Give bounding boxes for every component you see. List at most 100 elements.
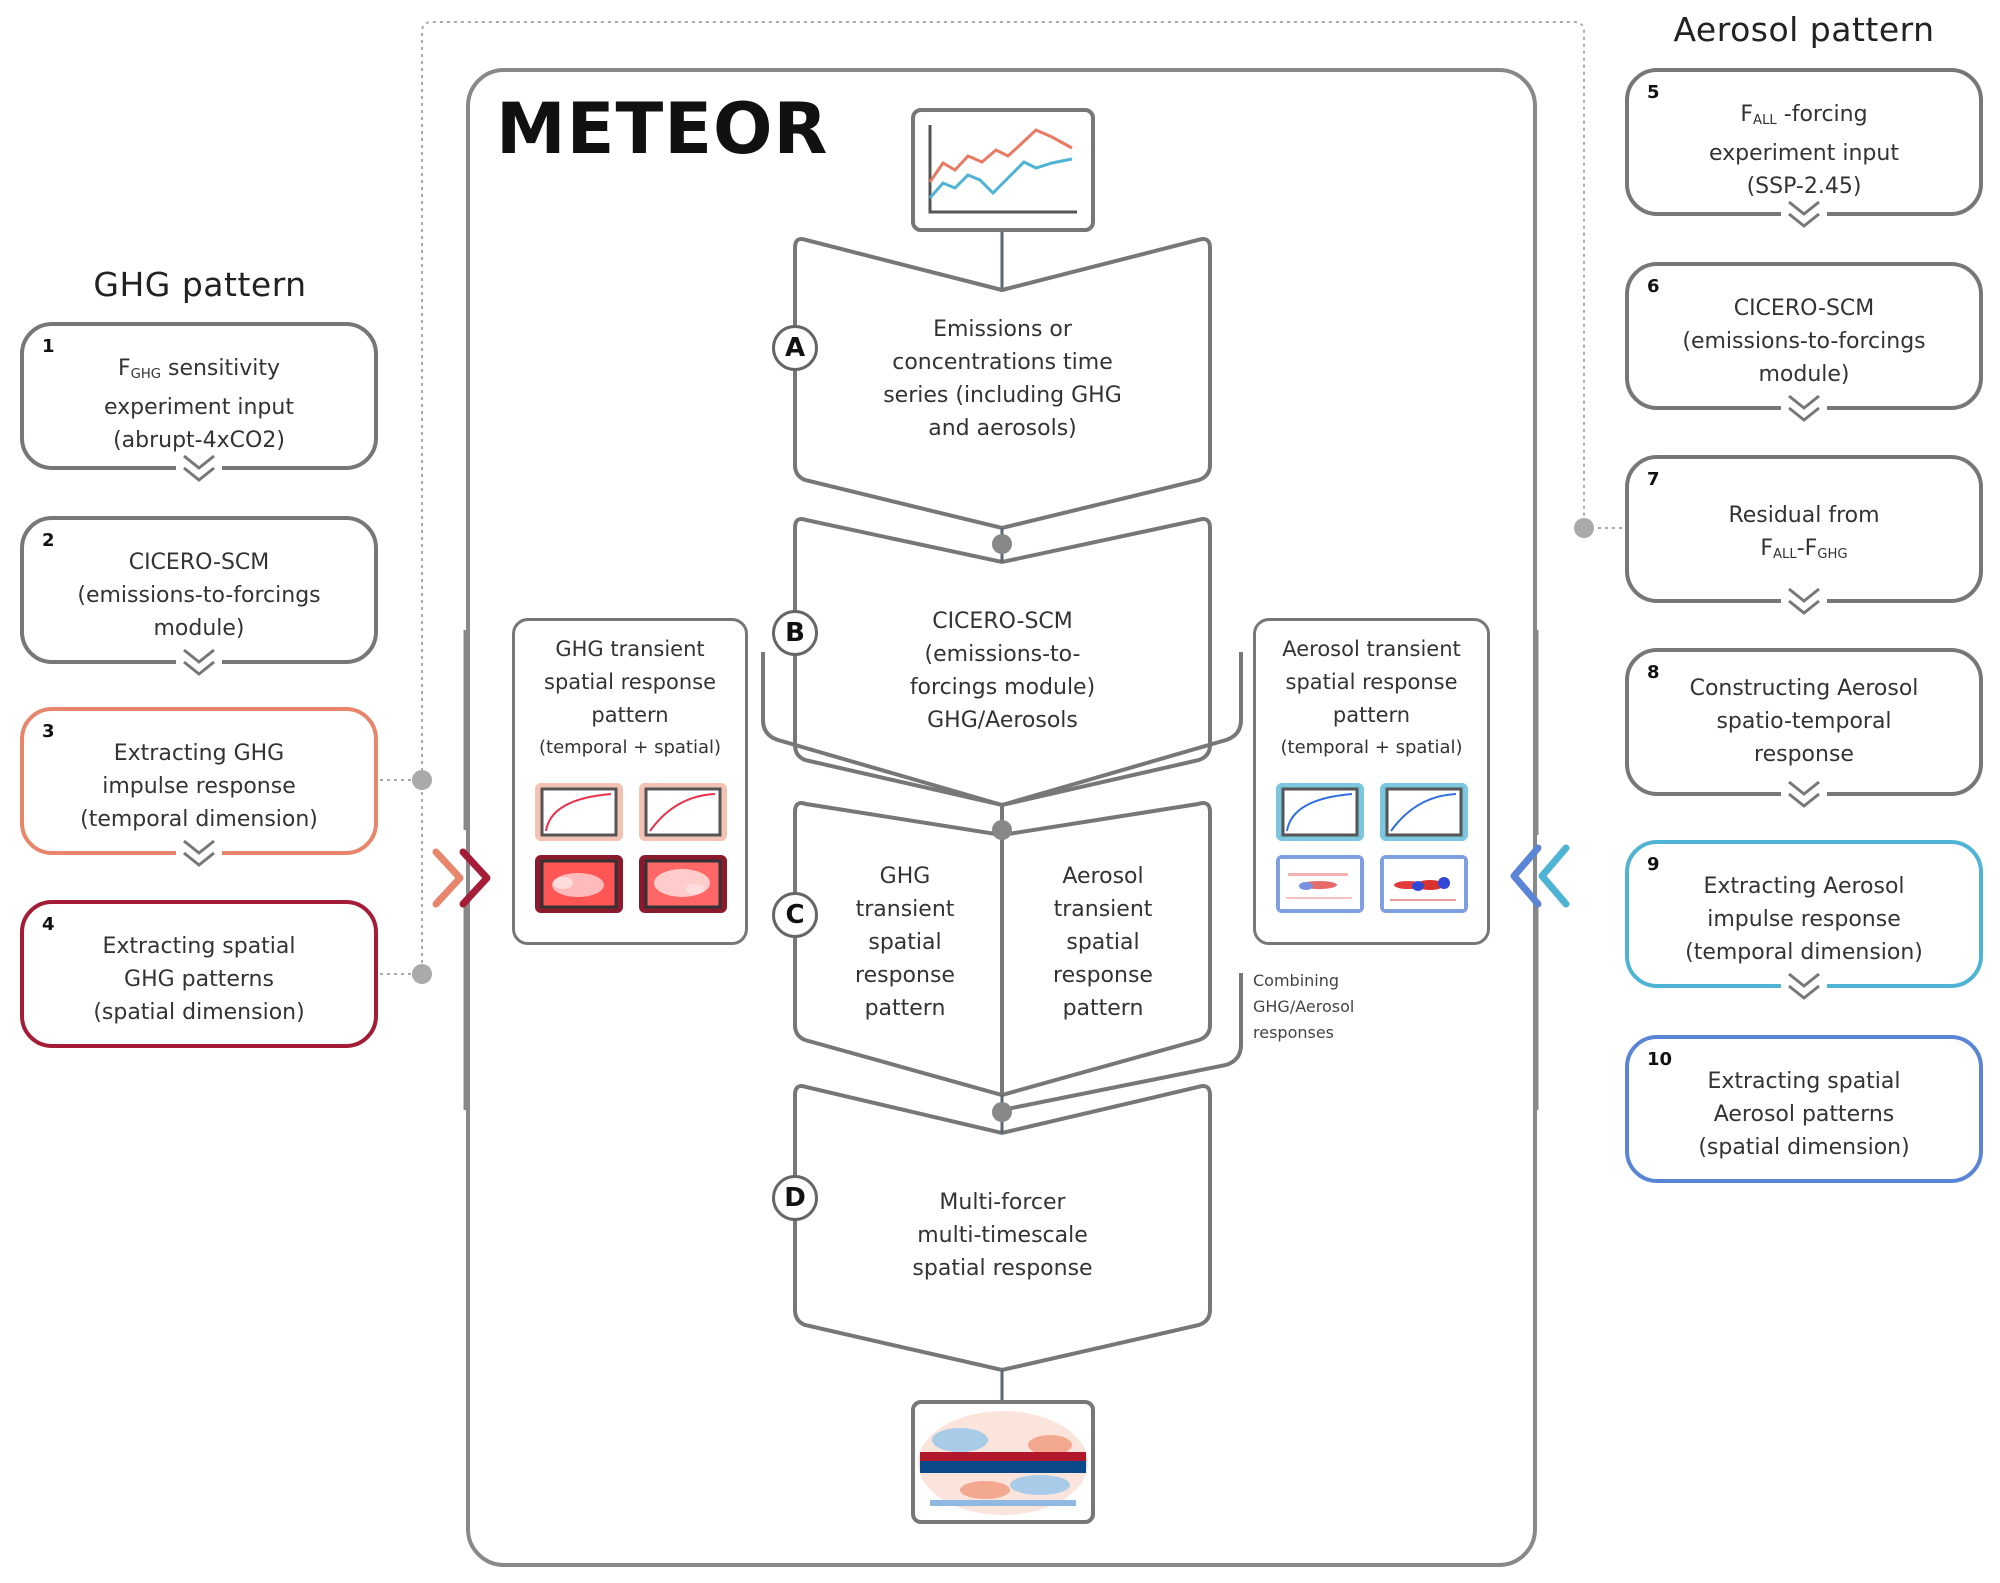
- step-text: experiment input: [104, 395, 294, 420]
- double-chevron-down-icon: [1781, 388, 1827, 428]
- connector-dot: [992, 820, 1012, 840]
- combine-note-line: Combining: [1253, 971, 1340, 990]
- panel-subtitle: (temporal + spatial): [538, 737, 722, 758]
- stage-text-line: Emissions or: [933, 317, 1072, 342]
- double-chevron-down-icon: [1781, 581, 1827, 621]
- step-text: GHG patterns: [124, 967, 274, 992]
- step-text: (emissions-to-forcings: [77, 583, 321, 608]
- ghg-step-2: 2 CICERO-SCM (emissions-to-forcings modu…: [20, 516, 378, 682]
- chevron-right-icon: [459, 848, 491, 908]
- chevron-right-icon: [432, 848, 464, 908]
- chevron-left-icon: [1538, 844, 1570, 908]
- step-text-subscript: ALL: [1753, 113, 1777, 128]
- step-text: Extracting GHG: [113, 741, 285, 766]
- stage-text-line: CICERO-SCM: [932, 609, 1073, 634]
- step-number: 2: [42, 530, 55, 551]
- step-text: (temporal dimension): [80, 807, 318, 832]
- step-number: 7: [1647, 469, 1660, 490]
- step-text: module): [1758, 362, 1850, 387]
- step-number: 10: [1647, 1049, 1673, 1070]
- step-number: 1: [42, 336, 55, 357]
- combine-note-line: GHG/Aerosol: [1253, 997, 1355, 1016]
- step-number: 6: [1647, 276, 1660, 297]
- ghg-temporal-thumbnail: [639, 783, 727, 841]
- aerosol-step-5: 5 FALL -forcing experiment input (SSP-2.…: [1625, 68, 1983, 234]
- step-text: F: [1760, 536, 1773, 561]
- stage-badge-d: D: [772, 1175, 818, 1221]
- step-text: Aerosol patterns: [1713, 1102, 1895, 1127]
- aerosol-spatial-thumbnail: [1380, 855, 1468, 913]
- stage-b-text: CICERO-SCM (emissions-to- forcings modul…: [820, 605, 1185, 737]
- step-text: module): [153, 616, 245, 641]
- step-text: F: [117, 356, 131, 381]
- stage-text-line: Multi-forcer: [939, 1190, 1066, 1215]
- step-text: Extracting spatial: [102, 934, 296, 959]
- step-number: 9: [1647, 854, 1660, 875]
- aerosol-step-10: 10 Extracting spatial Aerosol patterns (…: [1625, 1035, 1983, 1183]
- connector-dot: [992, 1102, 1012, 1122]
- ghg-step-1: 1 FGHG sensitivity experiment input (abr…: [20, 322, 378, 488]
- stage-badge-c: C: [772, 892, 818, 938]
- stage-text-line: pattern: [1062, 996, 1144, 1021]
- double-chevron-down-icon: [176, 448, 222, 488]
- step-text: experiment input: [1709, 141, 1899, 166]
- step-number: 5: [1647, 82, 1660, 103]
- step-text-subscript: GHG: [130, 367, 161, 382]
- step-text: impulse response: [102, 774, 296, 799]
- aerosol-temporal-thumbnail: [1380, 783, 1468, 841]
- step-text-subscript: ALL: [1772, 547, 1797, 562]
- step-text: (spatial dimension): [93, 1000, 305, 1025]
- connector-dot: [412, 770, 432, 790]
- stage-text-line: transient: [1053, 897, 1153, 922]
- aerosol-temporal-thumbnail: [1276, 783, 1364, 841]
- meteor-title: METEOR: [496, 88, 829, 170]
- aerosol-step-8: 8 Constructing Aerosol spatio-temporal r…: [1625, 648, 1983, 814]
- connector-dot: [412, 964, 432, 984]
- combine-note: Combining GHG/Aerosol responses: [1253, 968, 1354, 1046]
- panel-title-line: Aerosol transient: [1282, 637, 1461, 661]
- aerosol-pattern-heading: Aerosol pattern: [1673, 10, 1935, 49]
- panel-title-line: spatial response: [1285, 670, 1458, 694]
- stage-a-shape: [793, 237, 1212, 531]
- step-text: (spatial dimension): [1698, 1135, 1910, 1160]
- step-text: F: [1740, 102, 1754, 127]
- combine-note-line: responses: [1253, 1023, 1335, 1042]
- stage-a-text: Emissions or concentrations time series …: [820, 313, 1185, 445]
- double-chevron-down-icon: [1781, 966, 1827, 1006]
- stage-text-line: transient: [855, 897, 955, 922]
- stage-c-aerosol-text: Aerosol transient spatial response patte…: [1018, 860, 1188, 1025]
- stage-text-line: GHG: [879, 864, 931, 889]
- step-text: (emissions-to-forcings: [1682, 329, 1926, 354]
- stage-badge-b: B: [772, 610, 818, 656]
- stage-text-line: response: [855, 963, 955, 988]
- aerosol-spatial-thumbnail: [1276, 855, 1364, 913]
- panel-subtitle: (temporal + spatial): [1280, 737, 1463, 758]
- ghg-transient-panel: GHG transient spatial response pattern (…: [512, 618, 748, 945]
- stage-text-line: response: [1053, 963, 1153, 988]
- world-map-icon: [911, 1400, 1095, 1524]
- step-text: impulse response: [1707, 907, 1901, 932]
- panel-title-line: pattern: [1332, 703, 1411, 727]
- stage-text-line: pattern: [864, 996, 946, 1021]
- step-number: 3: [42, 721, 55, 742]
- step-text: (temporal dimension): [1685, 940, 1923, 965]
- stage-text-line: and aerosols): [928, 416, 1077, 441]
- double-chevron-down-icon: [176, 833, 222, 873]
- ghg-step-3: 3 Extracting GHG impulse response (tempo…: [20, 707, 378, 873]
- dotted-link-line: [421, 21, 1585, 785]
- step-text: -F: [1796, 536, 1818, 561]
- panel-title-line: GHG transient: [555, 637, 705, 661]
- stage-badge-a: A: [772, 325, 818, 371]
- step-number: 8: [1647, 662, 1660, 683]
- stage-text-line: spatial response: [912, 1256, 1093, 1281]
- stage-text-line: spatial: [1066, 930, 1140, 955]
- stage-text-line: concentrations time: [892, 350, 1113, 375]
- step-text: spatio-temporal: [1716, 709, 1892, 734]
- ghg-spatial-thumbnail: [535, 855, 623, 913]
- stage-text-line: forcings module): [909, 675, 1096, 700]
- aerosol-step-6: 6 CICERO-SCM (emissions-to-forcings modu…: [1625, 262, 1983, 428]
- panel-title: GHG transient spatial response pattern: [515, 633, 745, 732]
- stage-text-line: spatial: [868, 930, 942, 955]
- step-text-subscript: GHG: [1817, 547, 1848, 562]
